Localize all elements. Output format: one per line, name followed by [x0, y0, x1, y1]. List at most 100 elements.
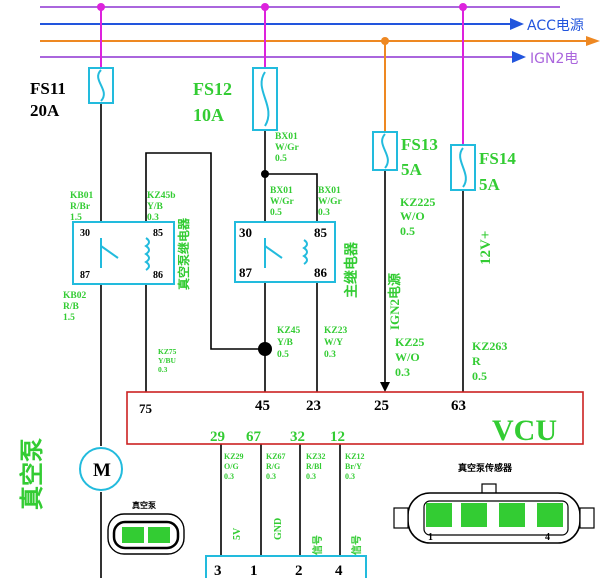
fuse-rating: 20A: [30, 101, 60, 120]
wire-label: 0.3: [345, 472, 355, 481]
vcu-pin: 63: [451, 398, 466, 414]
wire-label: 0.5: [400, 224, 415, 238]
relay-body: [234, 221, 336, 283]
junction-dot: [258, 342, 272, 356]
relay-contact: [100, 245, 119, 259]
fuse-rating: 10A: [193, 105, 224, 125]
relay-name: 主继电器: [343, 241, 360, 298]
fuse-rating: 5A: [479, 175, 501, 194]
wire-label: KZ23: [324, 326, 347, 336]
wire-label: Br/Y: [345, 462, 362, 471]
wire-label: KB02: [63, 291, 86, 301]
fuse-fs11: FS11 20A: [30, 67, 114, 120]
wire-label: KZ263: [472, 339, 507, 353]
wire-label: R/Bl: [306, 462, 322, 471]
sensor-pin: [499, 503, 525, 527]
relay-pin: 86: [153, 270, 163, 281]
relay-coil: [144, 237, 150, 271]
relay-body: [72, 221, 175, 285]
wire-label: 0.5: [277, 350, 289, 360]
connector-pin-number: 3: [214, 563, 222, 578]
relay-pin: 85: [153, 228, 163, 239]
fuse-name: FS14: [479, 149, 516, 168]
connector-pin: [148, 527, 170, 543]
vcu-box: [126, 391, 584, 445]
vcu-block: 75 45 23 25 63 29 67 32 12 VCU: [126, 391, 584, 447]
wire-label: 0.5: [275, 154, 287, 164]
bus-acc-label: ACC电源: [527, 18, 584, 34]
relay-pin: 86: [314, 265, 328, 280]
fuse-name: FS12: [193, 79, 232, 99]
wire-label: Y/B: [277, 338, 294, 348]
signal-label: 信号: [311, 535, 324, 555]
power-buses: ACC电源 IGN2电: [40, 3, 600, 67]
motor-icon: [79, 447, 123, 491]
junction-dot: [261, 170, 269, 178]
wire-label: 0.3: [266, 472, 276, 481]
bus-ign2-label: IGN2电: [530, 51, 578, 67]
connector-pin-number: 4: [335, 563, 343, 578]
bus-ign2-arrow: [512, 51, 526, 63]
vcu-pin: 32: [290, 429, 305, 445]
fuse-name: FS13: [401, 135, 438, 154]
wire-label: W/O: [400, 209, 425, 223]
sensor-title: 真空泵传感器: [458, 462, 513, 473]
fuse-fs12: FS12 10A: [193, 67, 278, 131]
pump-connector-label: 真空泵: [132, 500, 156, 510]
wire-label: R: [472, 354, 481, 368]
wire-labels: KB01 R/Br 1.5 KZ45b Y/B 0.3 BX01 W/Gr 0.…: [63, 132, 347, 374]
bottom-connector: 3 1 2 4: [205, 555, 367, 578]
wire-label: BX01: [270, 186, 293, 196]
wire-label: O/G: [224, 462, 239, 471]
wire-label: 0.3: [318, 208, 330, 218]
wire-label: 0.3: [158, 365, 168, 374]
connector-pin-number: 1: [250, 563, 258, 578]
fuse-element: [260, 71, 270, 127]
signal-label: GND: [273, 518, 284, 540]
relay-contact: [264, 245, 283, 259]
wire-label: BX01: [318, 186, 341, 196]
sensor-pin: [461, 503, 487, 527]
sensor-pin-number: 1: [428, 532, 433, 543]
fuse-element: [459, 147, 467, 188]
relay-pin: 30: [239, 225, 252, 240]
signal-label: 信号: [350, 535, 363, 555]
vcu-title: VCU: [492, 414, 557, 447]
feed-wires: [100, 7, 464, 145]
wire-label: W/O: [395, 350, 420, 364]
wire-label: 0.3: [395, 365, 410, 379]
fuse-element: [97, 69, 105, 102]
wire-label: 0.3: [147, 213, 159, 223]
fuse-name: FS11: [30, 79, 66, 98]
ign2-power-label: IGN2电源: [387, 273, 402, 330]
relay-vacuum-pump: 30 85 87 86 真空泵继电器: [72, 217, 191, 290]
wire-label: KZ45b: [147, 191, 176, 201]
wire-label: W/Gr: [275, 143, 300, 153]
wire-label: Y/B: [147, 202, 164, 212]
wire-label: BX01: [275, 132, 298, 142]
wire-label: W/Y: [324, 338, 343, 348]
wire-label: 1.5: [70, 213, 82, 223]
wire-label: KZ67: [266, 452, 286, 461]
motor-label: M: [93, 460, 111, 481]
relay-name: 真空泵继电器: [176, 217, 191, 290]
sensor-pin: [426, 503, 452, 527]
wire: [265, 173, 318, 222]
vacuum-pump: M 真空泵 真空泵: [18, 438, 185, 555]
fuse-rating: 5A: [401, 160, 423, 179]
wire-label: 0.3: [224, 472, 234, 481]
arrow-head: [380, 382, 390, 392]
wire-label: W/Gr: [270, 197, 295, 207]
vacuum-sensor: 真空泵传感器 1 4: [393, 462, 595, 544]
relay-pin: 87: [239, 265, 253, 280]
circuit-wires: [100, 103, 464, 578]
sensor-inner: [423, 500, 569, 536]
connector-pin-number: 2: [295, 563, 303, 578]
wire-label: 1.5: [63, 313, 75, 323]
bus-acc-arrow: [510, 18, 524, 30]
vcu-pin: 12: [330, 429, 345, 445]
relay-pin: 87: [80, 270, 90, 281]
wire-label: 0.3: [324, 350, 336, 360]
wire-label: KZ75: [158, 347, 177, 356]
